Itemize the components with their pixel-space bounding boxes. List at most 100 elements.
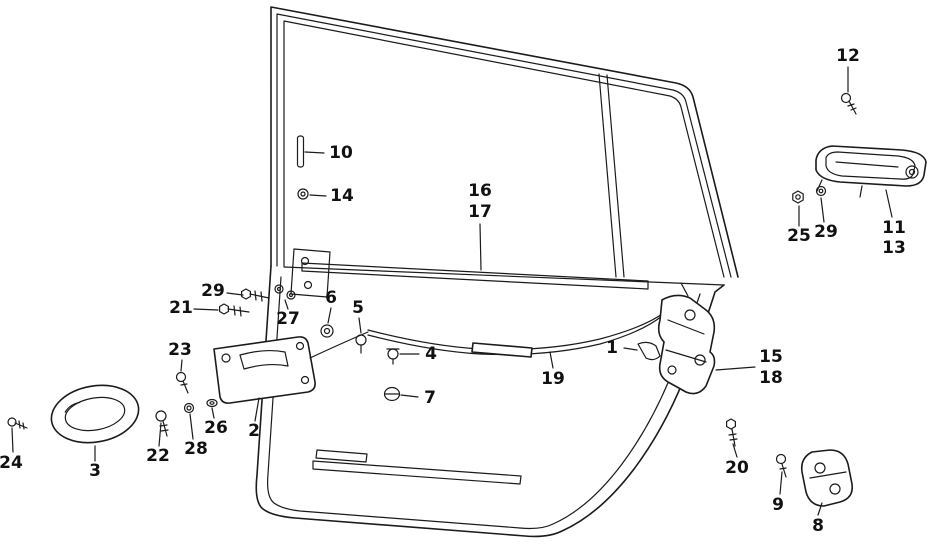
- leader-15-18: [715, 366, 756, 371]
- callout-27: 27: [276, 309, 300, 329]
- callout-14: 14: [330, 186, 354, 206]
- leader-24: [11, 427, 14, 453]
- leader-29-left: [226, 292, 244, 296]
- callout-2: 2: [248, 421, 260, 441]
- callout-12: 12: [836, 46, 860, 66]
- window-division-bar: [598, 73, 625, 278]
- latch-rod-up: [680, 282, 689, 297]
- lock-rod-cable: [367, 311, 666, 358]
- screw-12-head: [840, 92, 852, 104]
- cable-line-upper: [367, 311, 666, 351]
- leader-11-13: [885, 189, 893, 218]
- sash-bracket: [290, 248, 331, 298]
- latch-lever: [637, 341, 661, 361]
- hinge-hole-lower: [829, 483, 841, 495]
- callout-25: 25: [787, 226, 811, 246]
- grommet-14-outer: [297, 188, 309, 200]
- nut-25-hole: [795, 194, 801, 200]
- callout-7: 7: [424, 388, 436, 408]
- latch-screw-upper: [684, 309, 696, 321]
- remote-handle-assembly: [213, 331, 369, 404]
- leader-21: [193, 308, 219, 311]
- exterior-handle-grip: [835, 161, 899, 168]
- callout-21: 21: [169, 298, 193, 318]
- washer-27-a-inner: [276, 286, 282, 292]
- callout-18: 18: [759, 368, 783, 388]
- callout-24: 24: [0, 453, 23, 473]
- grommet-6-inner: [323, 327, 331, 335]
- hinge-body: [800, 449, 854, 507]
- callout-3: 3: [89, 461, 101, 481]
- leader-1: [623, 347, 638, 351]
- callout-9: 9: [772, 495, 784, 515]
- key-cylinder-inner: [908, 168, 916, 176]
- leader-16-17: [479, 223, 482, 271]
- remote-handle-hole-1: [221, 353, 231, 363]
- callout-26: 26: [204, 418, 228, 438]
- cable-line-lower: [367, 315, 663, 356]
- latch-screw-lower: [694, 354, 706, 366]
- grommet-14-inner: [300, 191, 306, 197]
- callout-17: 17: [468, 202, 492, 222]
- leader-22: [158, 422, 162, 447]
- bolt-20-shank: [728, 428, 738, 447]
- remote-handle-rod: [309, 331, 369, 359]
- screw-12-shank: [847, 100, 857, 115]
- callout-11: 11: [882, 218, 906, 238]
- leader-29-right: [820, 197, 825, 223]
- washer-26-inner: [209, 401, 215, 405]
- leader-8: [817, 502, 823, 516]
- callout-5: 5: [352, 298, 364, 318]
- leader-20: [732, 443, 738, 458]
- screw-23-head: [175, 371, 187, 383]
- callout-8: 8: [812, 516, 824, 536]
- washer-28-inner: [186, 405, 192, 411]
- leader-9: [779, 471, 783, 495]
- callout-20: 20: [725, 458, 749, 478]
- leader-19: [549, 351, 554, 369]
- callout-16: 16: [468, 181, 492, 201]
- door-check-hinge: [725, 418, 854, 507]
- bolt-29-left-shank: [249, 290, 270, 302]
- leader-7: [400, 394, 419, 398]
- rear-door-panel: [255, 6, 739, 538]
- callout-29-right: 29: [814, 222, 838, 242]
- window-frame-inner: [283, 20, 725, 278]
- screw-23-shank: [180, 380, 189, 394]
- window-sash-assembly: [290, 248, 649, 298]
- leader-10: [304, 151, 325, 154]
- remote-handle-plate: [213, 336, 316, 404]
- sash-bar: [301, 262, 649, 290]
- washer-27-b-outer: [286, 290, 296, 300]
- bezel-inner: [64, 396, 126, 432]
- grommet-6-outer: [320, 324, 334, 338]
- callout-leaders: [11, 66, 893, 516]
- remote-handle-lever: [239, 349, 289, 370]
- door-pocket-slot: [315, 449, 368, 463]
- screw-9-head: [775, 453, 787, 465]
- leader-28: [189, 413, 194, 440]
- callout-13: 13: [882, 238, 906, 258]
- callout-1: 1: [606, 338, 618, 358]
- sash-roller-lower: [303, 280, 313, 290]
- belt-line: [283, 266, 725, 286]
- clip-4-head: [387, 348, 399, 360]
- screw-24-head: [7, 417, 17, 427]
- washer-29-right-outer: [815, 185, 827, 197]
- bolt-29-left-head: [241, 288, 251, 300]
- latch-detail-lines: [665, 319, 707, 363]
- callout-4: 4: [425, 344, 437, 364]
- hinge-ridge: [809, 471, 847, 479]
- bolt-20-head: [725, 418, 737, 430]
- washer-29-right-inner: [818, 188, 824, 194]
- callout-28: 28: [184, 439, 208, 459]
- window-frame-outer: [270, 6, 739, 278]
- leader-2: [254, 397, 260, 422]
- nut-25: [792, 190, 804, 204]
- clip-4-flange: [386, 348, 400, 365]
- latch-pivot: [667, 365, 677, 375]
- callout-6: 6: [325, 288, 337, 308]
- leader-26: [211, 407, 215, 419]
